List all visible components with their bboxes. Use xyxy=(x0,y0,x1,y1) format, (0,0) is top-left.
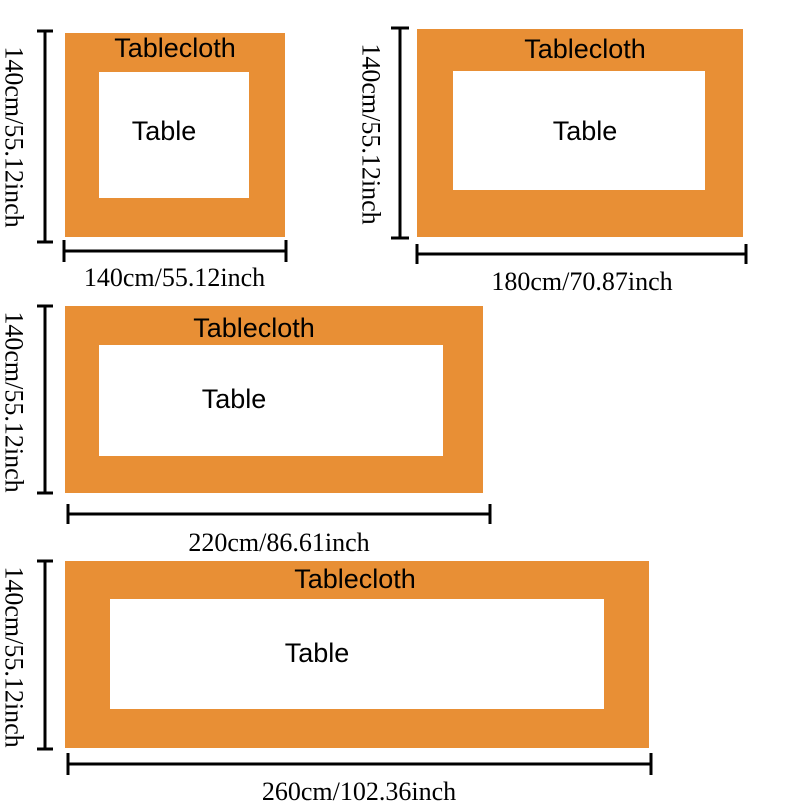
height-dimension-line xyxy=(391,26,409,240)
height-dimension-line xyxy=(37,29,53,244)
tablecloth-label: Tablecloth xyxy=(524,34,646,64)
width-dimension-line xyxy=(66,753,653,775)
width-dimension-line xyxy=(62,240,288,262)
table-rect-140x220 xyxy=(99,345,443,456)
table-rect-140x260 xyxy=(110,599,604,709)
tablecloth-label: Tablecloth xyxy=(294,564,416,594)
table-label: Table xyxy=(201,384,267,414)
width-dimension-label: 180cm/70.87inch xyxy=(491,267,673,296)
width-dimension-label: 140cm/55.12inch xyxy=(83,263,266,292)
tablecloth-label: Tablecloth xyxy=(114,33,236,63)
table-label: Table xyxy=(131,116,197,146)
table-rect-140x180 xyxy=(453,71,705,190)
height-dimension-line xyxy=(37,559,53,751)
table-label: Table xyxy=(284,638,350,668)
table-rect-140x140 xyxy=(99,72,249,198)
height-dimension-line xyxy=(37,304,53,495)
table-label: Table xyxy=(552,116,618,146)
width-dimension-label: 220cm/86.61inch xyxy=(188,528,370,557)
tablecloth-label: Tablecloth xyxy=(193,313,315,343)
width-dimension-line xyxy=(415,244,748,264)
width-dimension-line xyxy=(66,504,492,524)
